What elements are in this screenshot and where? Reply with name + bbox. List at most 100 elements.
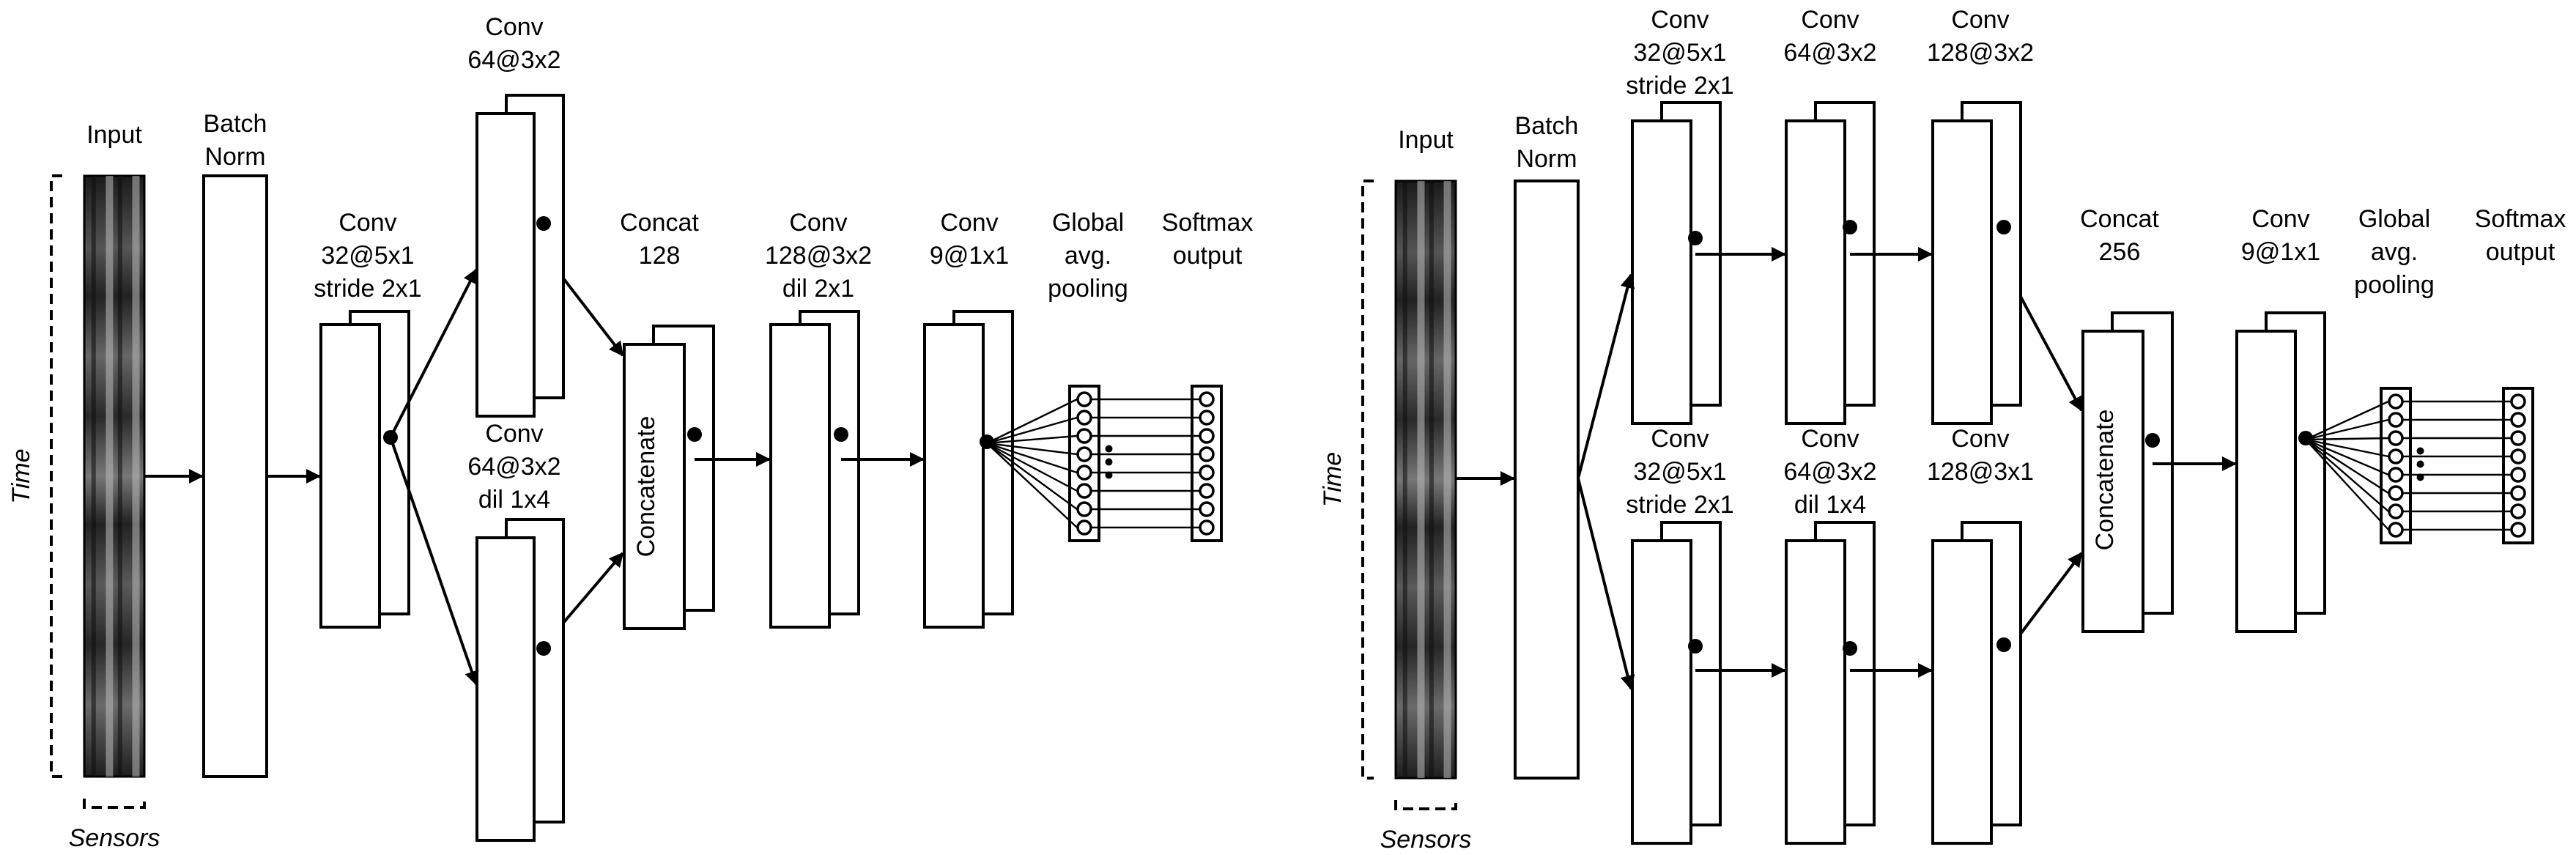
softmax-column [2502, 387, 2534, 544]
conv3-layer [769, 310, 860, 629]
sensors-axis-label: Sensors [69, 824, 160, 852]
pooling-node [2388, 412, 2404, 428]
top-conv1-label: 32@5x1 [1633, 39, 1726, 67]
conv-bottom-layer-front [475, 536, 536, 842]
softmax-node [2510, 393, 2526, 410]
conv-bottom-output-dot [536, 641, 551, 656]
conv1-layer [319, 310, 410, 629]
softmax-node [2510, 467, 2526, 483]
concat-output-dot [2145, 433, 2160, 448]
global-avg-pooling-label: Global [2358, 205, 2430, 233]
sensor-channel-stripe [117, 176, 122, 777]
arrow-bottom-to-concat [2019, 552, 2083, 635]
pooling-node [1076, 446, 1092, 462]
top-conv1-layer [1631, 101, 1722, 425]
concat-label: 256 [2099, 238, 2141, 266]
pooling-node [2388, 467, 2404, 483]
top-conv3-output-dot [1996, 220, 2011, 234]
softmax-node [2510, 522, 2526, 538]
pooling-column [1068, 385, 1100, 542]
pooling-connection [986, 442, 1078, 492]
concatenate-layer-front [623, 343, 686, 630]
pooling-connection [2305, 439, 2389, 530]
arrow-conv1-to-bottom [389, 437, 479, 686]
input-label: Input [1398, 126, 1454, 154]
global-avg-pooling [2380, 387, 2412, 544]
softmax-node [1199, 391, 1215, 407]
pooling-node [2388, 393, 2404, 410]
pooling-connection [2305, 437, 2389, 441]
bottom-conv3-layer-front [1931, 539, 1993, 845]
sensor-channel-stripe [1429, 181, 1434, 778]
bottom-conv3-layer [1931, 521, 2022, 845]
conv3-layer-front [769, 323, 831, 629]
pooling-node [1076, 410, 1092, 426]
softmax-node [1199, 519, 1215, 536]
softmax-output-label: output [2486, 238, 2555, 266]
softmax-node [2510, 485, 2526, 501]
bottom-conv2-label: 64@3x2 [1783, 458, 1876, 486]
pooling-node [1076, 501, 1092, 517]
pooling-node [2388, 448, 2404, 464]
softmax-node [1199, 501, 1215, 517]
global-avg-pooling-label: avg. [1065, 242, 1111, 270]
arrow-top-to-concat [562, 277, 624, 357]
sensor-channel-stripe [1402, 181, 1407, 778]
conv4-layer-front [923, 323, 985, 629]
conv-bottom-layer [475, 518, 565, 842]
batch-norm-label: Norm [1516, 145, 1577, 173]
bottom-conv2-label: Conv [1801, 425, 1859, 453]
softmax-node [1199, 446, 1215, 462]
softmax-node [1199, 483, 1215, 499]
pooling-connection [986, 442, 1078, 474]
softmax-node [1199, 410, 1215, 426]
input-label: Input [86, 121, 142, 149]
batch-norm-label: Norm [204, 143, 265, 171]
top-conv2-output-dot [1843, 220, 1857, 234]
pooling-node [2388, 522, 2404, 538]
bottom-conv1-label: Conv [1651, 425, 1709, 453]
arrow-top-to-concat [2019, 296, 2083, 412]
time-bracket [50, 174, 62, 778]
ellipsis-dot [1105, 471, 1113, 479]
bottom-conv2-label: dil 1x4 [1794, 491, 1866, 519]
pooling-node [2388, 485, 2404, 501]
sensor-channel-stripe [91, 176, 96, 777]
top-conv1-layer-front [1631, 119, 1692, 425]
softmax-output [2502, 387, 2534, 544]
softmax-node [2510, 412, 2526, 428]
global-avg-pooling-label: avg. [2371, 238, 2418, 266]
conv4-label: Conv [940, 209, 998, 237]
top-conv3-label: Conv [1951, 6, 2009, 34]
top-conv1-label: stride 2x1 [1626, 72, 1733, 100]
global-avg-pooling-label: Global [1052, 209, 1124, 237]
softmax-output-label: Softmax [1162, 209, 1254, 237]
softmax-output-label: output [1173, 242, 1243, 270]
conv3-label: Conv [789, 209, 847, 237]
conv-bottom-label: Conv [485, 420, 543, 448]
pooling-connection [986, 416, 1078, 445]
concatenate-layer [623, 325, 715, 630]
bottom-conv3-output-dot [1996, 637, 2011, 652]
conv-bottom-label: dil 1x4 [478, 486, 550, 514]
global-avg-pooling-label: pooling [1048, 275, 1128, 303]
top-conv2-layer-front [1785, 119, 1846, 425]
ellipsis-dot [1105, 445, 1113, 453]
conv1-label: stride 2x1 [314, 275, 421, 303]
pooling-connection [986, 434, 1078, 445]
pooling-connection [2305, 400, 2389, 441]
global-avg-pooling-label: pooling [2354, 271, 2435, 299]
bottom-conv2-layer-front [1785, 539, 1846, 845]
arrow-batchnorm-to-top [1577, 273, 1635, 479]
batch-norm-block [202, 174, 268, 778]
softmax-node [1199, 428, 1215, 444]
arrow-conv1-to-top [389, 268, 478, 438]
top-conv1-output-dot [1688, 231, 1703, 245]
bottom-conv1-layer [1631, 521, 1722, 845]
ellipsis-dot [2416, 460, 2424, 468]
sensor-channel-stripe [132, 176, 140, 777]
bottom-conv1-output-dot [1688, 639, 1703, 654]
bottom-conv3-label: Conv [1951, 425, 2009, 453]
conv4-layer [2235, 311, 2326, 633]
